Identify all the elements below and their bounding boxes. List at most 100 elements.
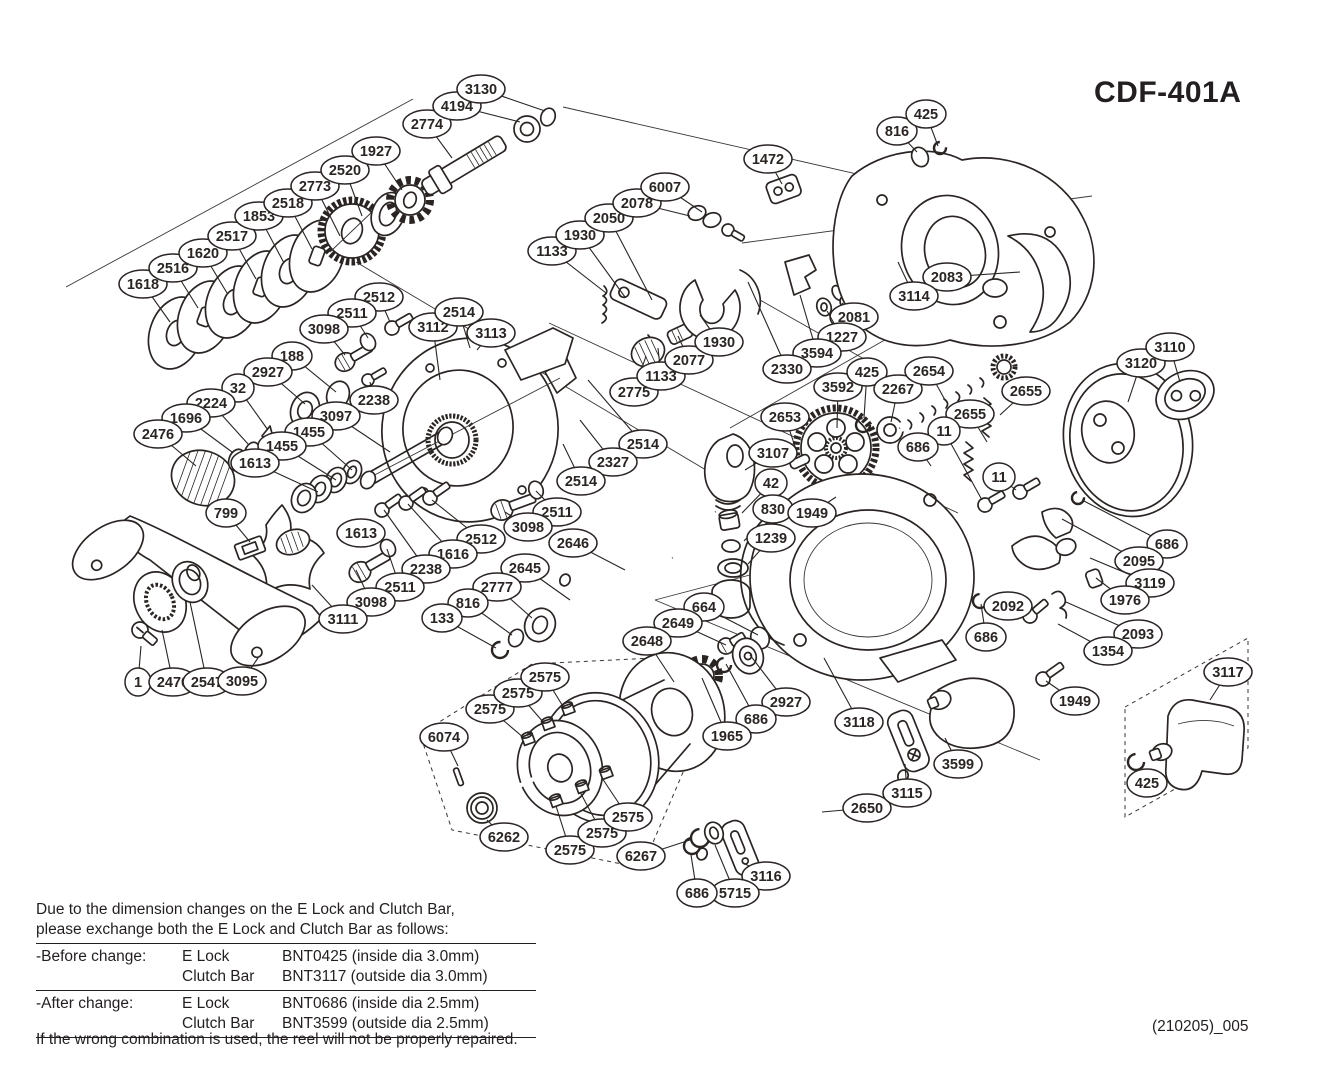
callout-686: 686	[897, 432, 939, 467]
change-label: -After change:	[36, 995, 134, 1012]
callout-2238: 2238	[349, 381, 399, 415]
svg-text:42: 42	[763, 476, 779, 492]
callout-3107: 3107	[744, 438, 798, 471]
callout-6267: 6267	[616, 839, 691, 871]
note-divider	[36, 990, 536, 991]
callout-2575: 2575	[520, 662, 570, 709]
svg-text:4194: 4194	[441, 99, 473, 115]
callout-1239: 1239	[746, 523, 796, 565]
left-side-plate	[364, 327, 577, 523]
svg-text:3117: 3117	[1212, 665, 1243, 681]
callout-2646: 2646	[548, 528, 626, 571]
svg-text:188: 188	[280, 349, 304, 365]
svg-text:2547: 2547	[191, 675, 223, 691]
callout-799: 799	[205, 498, 251, 543]
svg-text:3098: 3098	[355, 595, 387, 611]
svg-text:2514: 2514	[627, 437, 659, 453]
callout-2514: 2514	[434, 297, 484, 349]
callout-1949: 1949	[1045, 680, 1100, 716]
note-row: Clutch Bar BNT3599 (outside dia 2.5mm)	[36, 1014, 538, 1034]
drag-washer-stack	[147, 107, 557, 370]
svg-text:2575: 2575	[474, 702, 506, 718]
part-name: Clutch Bar	[182, 968, 255, 985]
svg-text:3098: 3098	[512, 520, 544, 536]
svg-text:2512: 2512	[465, 532, 497, 548]
callout-1927: 1927	[351, 136, 403, 191]
svg-text:425: 425	[1135, 776, 1159, 792]
svg-text:1455: 1455	[266, 439, 298, 455]
svg-text:1976: 1976	[1109, 593, 1141, 609]
svg-text:3119: 3119	[1134, 576, 1165, 592]
spool-assembly	[452, 651, 726, 849]
svg-text:2650: 2650	[851, 801, 883, 817]
svg-text:2654: 2654	[913, 364, 945, 380]
svg-text:11: 11	[936, 424, 951, 440]
reel-foot	[879, 639, 957, 683]
part-number: BNT3599 (outside dia 2.5mm)	[282, 1015, 489, 1032]
callout-11: 11	[927, 416, 983, 501]
svg-text:686: 686	[974, 630, 998, 646]
change-label	[36, 967, 182, 987]
svg-text:686: 686	[744, 712, 768, 728]
clutch-cover	[928, 677, 1016, 750]
callout-2476: 2476	[133, 419, 197, 467]
svg-text:2575: 2575	[612, 810, 644, 826]
callout-2655: 2655	[999, 376, 1051, 416]
svg-text:3116: 3116	[750, 869, 781, 885]
svg-text:133: 133	[430, 611, 454, 627]
note-divider	[36, 1037, 536, 1038]
callout-2512: 2512	[354, 282, 404, 323]
callout-2330: 2330	[747, 281, 812, 384]
elock-dashed-box	[1124, 637, 1249, 818]
svg-text:1930: 1930	[703, 335, 735, 351]
callout-2095: 2095	[1061, 518, 1164, 576]
svg-text:2646: 2646	[557, 536, 589, 552]
svg-text:2575: 2575	[586, 826, 618, 842]
svg-text:6007: 6007	[649, 180, 681, 196]
svg-text:32: 32	[230, 381, 246, 397]
part-number: BNT0686 (inside dia 2.5mm)	[282, 995, 480, 1012]
note-line-2: please exchange both the E Lock and Clut…	[36, 921, 449, 938]
note-warning: If the wrong combination is used, the re…	[36, 1031, 518, 1048]
callout-2267: 2267	[873, 374, 923, 423]
callout-3097: 3097	[311, 401, 391, 453]
svg-text:2774: 2774	[411, 117, 443, 133]
callout-3111: 3111	[311, 584, 368, 634]
svg-text:2653: 2653	[769, 410, 801, 426]
svg-text:3120: 3120	[1125, 356, 1157, 372]
callout-1613: 1613	[230, 448, 319, 493]
svg-text:2520: 2520	[329, 163, 361, 179]
svg-text:2575: 2575	[529, 670, 561, 686]
callout-133: 133	[421, 603, 497, 649]
svg-text:3095: 3095	[226, 674, 258, 690]
callout-2547: 2547	[182, 601, 232, 697]
callout-3118: 3118	[823, 657, 884, 737]
callout-2650: 2650	[821, 793, 892, 823]
svg-text:425: 425	[855, 365, 879, 381]
yoke-and-handle	[71, 504, 325, 667]
spool-dashed-box	[419, 656, 691, 869]
svg-text:2327: 2327	[597, 455, 629, 471]
svg-text:2081: 2081	[838, 310, 870, 326]
svg-text:2648: 2648	[631, 634, 663, 650]
callout-11: 11	[982, 462, 1017, 492]
svg-text:2575: 2575	[502, 686, 534, 702]
svg-text:2518: 2518	[272, 196, 304, 212]
svg-text:2238: 2238	[410, 562, 442, 578]
callout-3115: 3115	[882, 763, 932, 808]
callout-2654: 2654	[904, 356, 954, 401]
svg-text:2927: 2927	[252, 365, 284, 381]
svg-text:3118: 3118	[843, 715, 874, 731]
callout-2092: 2092	[983, 591, 1033, 621]
svg-text:1: 1	[134, 675, 142, 691]
clutch-cam-column	[704, 433, 756, 619]
callout-2774: 2774	[402, 109, 453, 159]
svg-text:686: 686	[906, 440, 930, 456]
svg-text:2645: 2645	[509, 561, 541, 577]
svg-text:2516: 2516	[157, 261, 189, 277]
callout-1930: 1930	[694, 314, 744, 357]
callout-2655: 2655	[945, 399, 995, 443]
svg-text:1965: 1965	[711, 729, 743, 745]
